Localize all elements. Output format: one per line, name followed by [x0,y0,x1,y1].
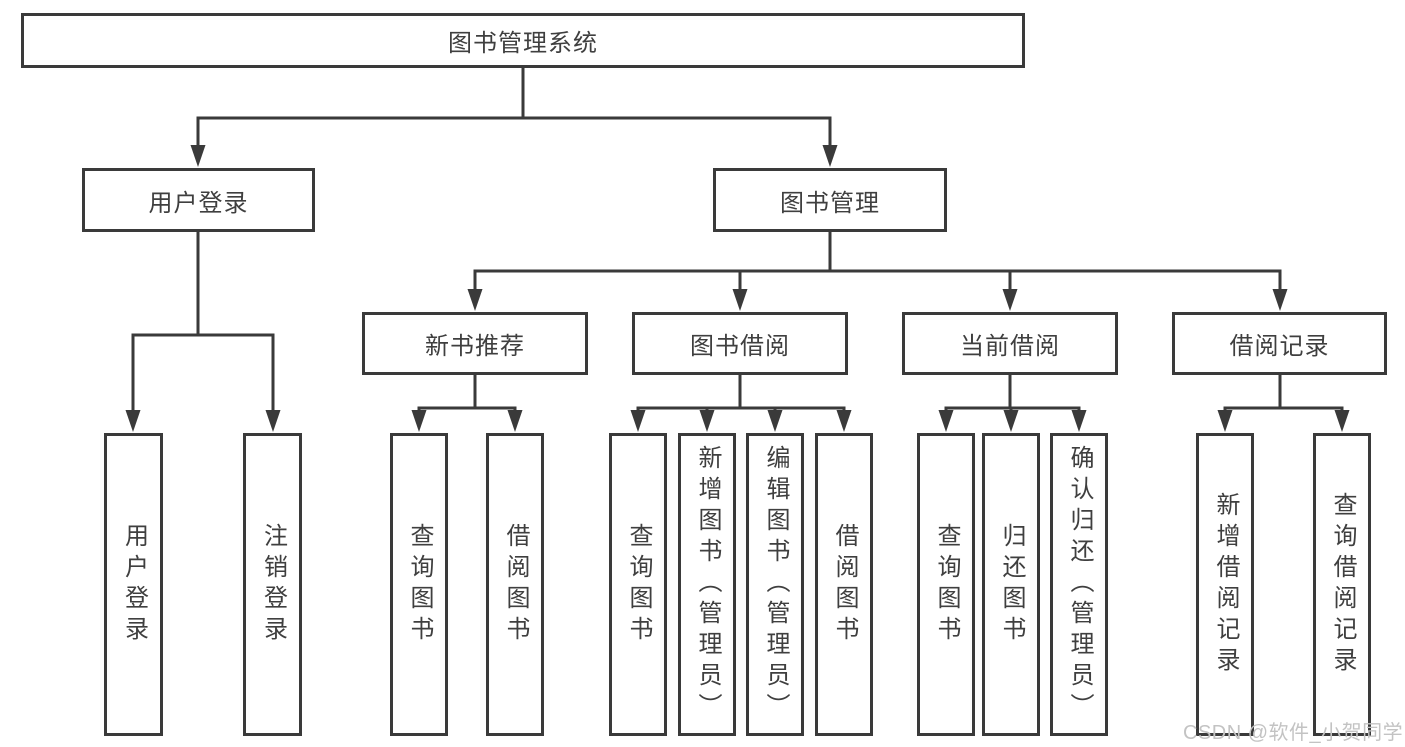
arrowheads [125,145,1350,432]
node-leaf-query-books-label: 查询图书 [406,522,433,647]
node-leaf-query-books: 查询图书 [609,433,667,736]
node-leaf-query-borrow-record-label: 查询借阅记录 [1329,491,1356,678]
node-leaf-return-books-label: 归还图书 [998,522,1025,647]
node-leaf-borrow-books: 借阅图书 [486,433,544,736]
node-book-borrowing: 图书借阅 [632,312,848,375]
node-leaf-edit-books-admin: 编辑图书（管理员） [746,433,804,736]
node-leaf-edit-books-admin-label: 编辑图书（管理员） [762,445,789,724]
node-root-label: 图书管理系统 [448,30,598,57]
node-leaf-query-books: 查询图书 [390,433,448,736]
node-current-borrowing-label: 当前借阅 [960,333,1060,360]
node-leaf-borrow-books-label: 借阅图书 [502,522,529,647]
node-root: 图书管理系统 [21,13,1025,68]
node-leaf-query-books-label: 查询图书 [625,522,652,647]
node-leaf-query-books: 查询图书 [917,433,975,736]
node-leaf-logout-label: 注销登录 [259,522,287,647]
node-leaf-confirm-return-admin: 确认归还（管理员） [1050,433,1108,736]
node-user-login: 用户登录 [82,168,315,232]
node-leaf-logout: 注销登录 [243,433,302,736]
node-book-management-label: 图书管理 [780,189,880,217]
csdn-watermark: CSDN @软件_小贺同学 [1183,722,1404,744]
node-leaf-borrow-books-label: 借阅图书 [831,522,858,647]
node-leaf-confirm-return-admin-label: 确认归还（管理员） [1066,445,1093,724]
node-leaf-query-borrow-record: 查询借阅记录 [1313,433,1371,736]
node-leaf-user-login-label: 用户登录 [120,522,148,647]
node-book-management: 图书管理 [713,168,947,232]
node-user-login-label: 用户登录 [148,189,249,217]
node-leaf-user-login: 用户登录 [104,433,163,736]
node-borrowing-records-label: 借阅记录 [1229,333,1330,360]
node-new-book-recommend: 新书推荐 [362,312,588,375]
node-book-borrowing-label: 图书借阅 [690,333,790,360]
node-leaf-query-books-label: 查询图书 [933,522,960,647]
node-leaf-return-books: 归还图书 [982,433,1040,736]
node-leaf-borrow-books: 借阅图书 [815,433,873,736]
node-leaf-add-books-admin-label: 新增图书（管理员） [694,445,721,724]
node-leaf-add-books-admin: 新增图书（管理员） [678,433,736,736]
node-leaf-add-borrow-record: 新增借阅记录 [1196,433,1254,736]
node-new-book-recommend-label: 新书推荐 [425,333,525,360]
node-borrowing-records: 借阅记录 [1172,312,1387,375]
node-leaf-add-borrow-record-label: 新增借阅记录 [1212,491,1239,678]
node-current-borrowing: 当前借阅 [902,312,1118,375]
